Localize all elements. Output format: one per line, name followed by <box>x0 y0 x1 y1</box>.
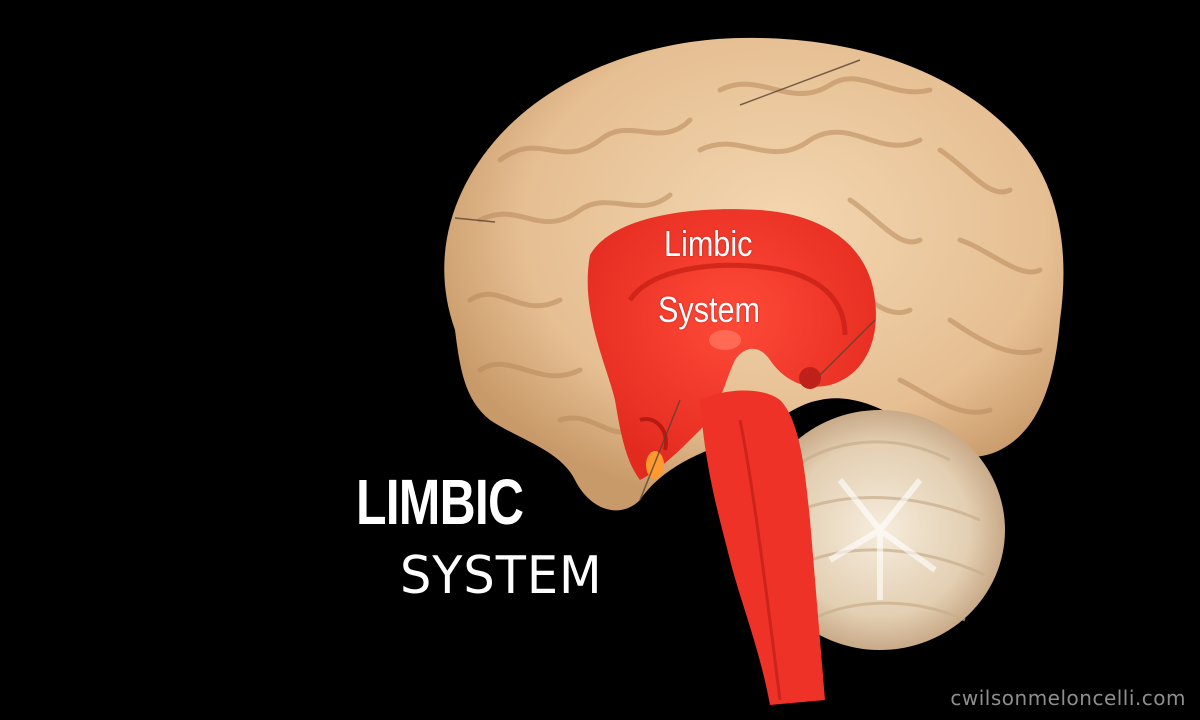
arbor-vitae <box>828 478 937 600</box>
corpus-callosum-contour <box>627 262 848 336</box>
brain-label-line2: System <box>658 289 761 330</box>
headline-limbic: LIMBIC <box>356 466 524 538</box>
brainstem-contour <box>738 419 782 701</box>
headline-system: SYSTEM <box>400 546 603 606</box>
watermark-text: cwilsonmeloncelli.com <box>950 686 1186 710</box>
pineal-gland <box>799 367 821 389</box>
gyri-texture <box>467 76 1043 435</box>
brainstem <box>700 390 825 705</box>
pituitary-gland <box>646 451 664 479</box>
pointer-lines <box>454 59 876 501</box>
hypothalamus-contour <box>639 417 668 451</box>
thalamus <box>709 330 741 350</box>
brain-label-line1: Limbic <box>664 223 753 264</box>
